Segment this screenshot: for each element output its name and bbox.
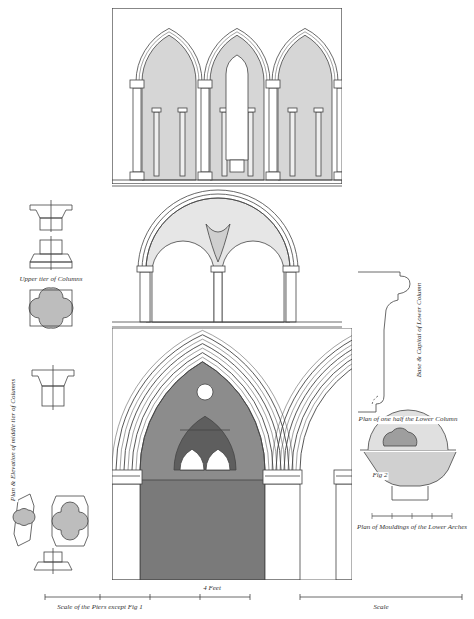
plate-label: Fig 2 xyxy=(372,472,389,480)
plate-label: Plan of one half the Lower Column xyxy=(358,416,459,424)
plate-label: Plan of Mouldings of the Lower Arches xyxy=(356,524,468,532)
plate-label: Scale of the Piers except Fig 1 xyxy=(56,604,144,612)
plate-label: Upper tier of Columns xyxy=(18,276,83,284)
plate-label: Base & Capital of Lower Column xyxy=(416,282,424,378)
plate-label: Plan & Elevation of middle tier of Colum… xyxy=(10,378,18,502)
plate-label: 4 Feet xyxy=(202,585,222,593)
plate-label: Scale xyxy=(372,604,389,612)
